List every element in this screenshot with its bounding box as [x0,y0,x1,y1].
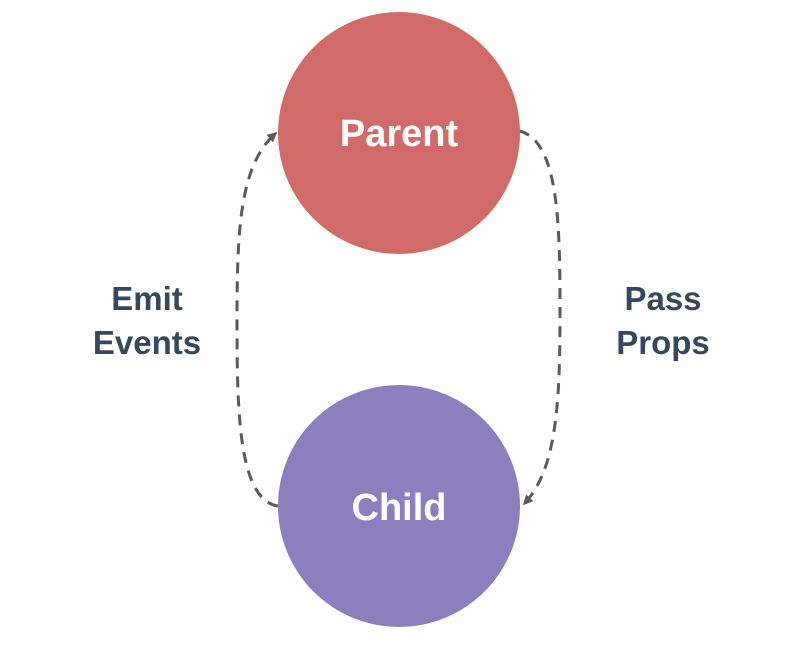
child-label: Child [352,487,447,529]
child-node: Child [278,385,520,627]
emit-events-line1: Emit [111,280,183,317]
child-circle [278,385,520,627]
parent-circle [278,12,520,254]
pass-props-line1: Pass [624,280,701,317]
emit-events-arrow [235,132,279,508]
parent-label: Parent [340,113,459,155]
parent-node: Parent [278,12,520,254]
emit-events-line2: Events [93,324,201,361]
emit-events-label: Emit Events [93,280,201,361]
pass-props-label: Pass Props [616,280,710,361]
pass-props-arrow [518,129,562,506]
pass-props-line2: Props [616,324,710,361]
